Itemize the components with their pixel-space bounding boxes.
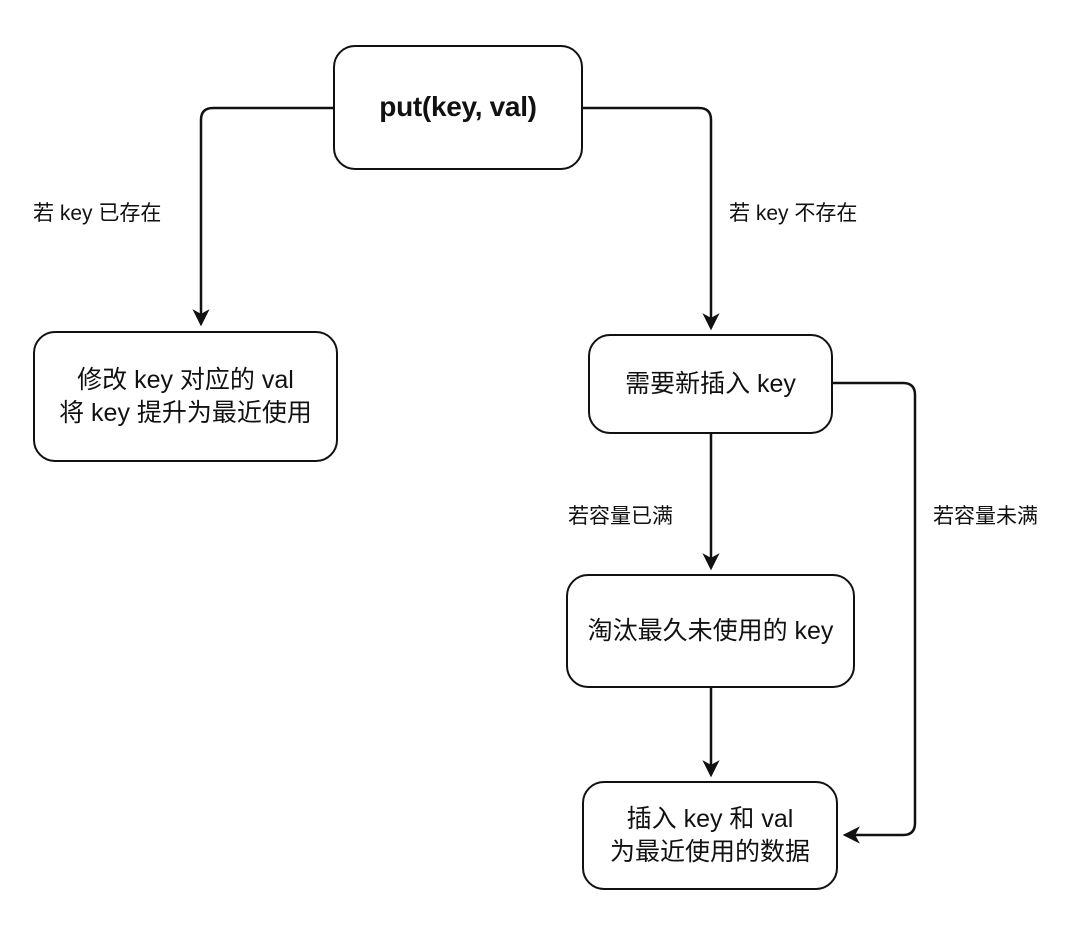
- edge-label-capacity-full: 若容量已满: [568, 505, 673, 528]
- edge-root-to-update-existing: [192, 106, 333, 327]
- edge-label-capacity-not-full: 若容量未满: [933, 505, 1038, 528]
- node-insert-recent[interactable]: 插入 key 和 val 为最近使用的数据: [582, 781, 838, 890]
- edge-label-key-not-exists: 若 key 不存在: [729, 202, 858, 225]
- node-evict-lru[interactable]: 淘汰最久未使用的 key: [566, 574, 855, 688]
- node-insert-new[interactable]: 需要新插入 key: [588, 334, 833, 434]
- node-root[interactable]: put(key, val): [333, 45, 583, 170]
- edge-label-key-exists: 若 key 已存在: [33, 202, 162, 225]
- edge-insert-new-to-insert-recent-bypass: [833, 381, 917, 844]
- edge-root-to-insert-new: [583, 106, 720, 331]
- node-update-existing[interactable]: 修改 key 对应的 val 将 key 提升为最近使用: [33, 331, 338, 462]
